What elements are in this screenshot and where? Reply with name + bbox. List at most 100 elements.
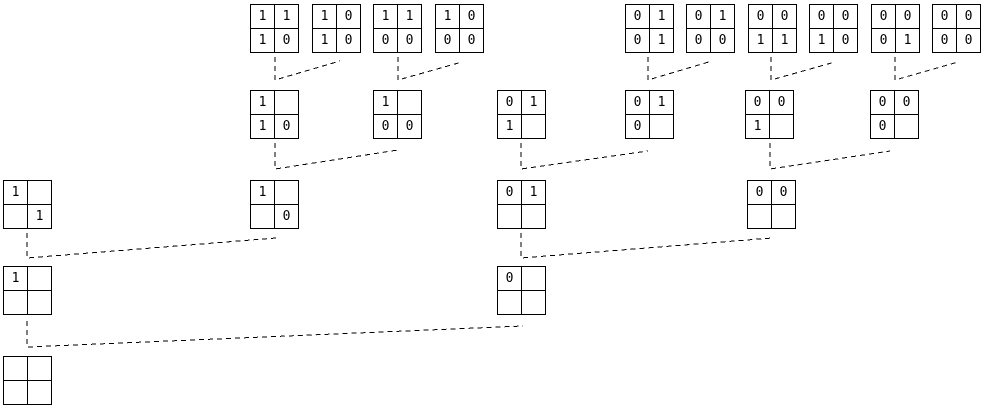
matrix-cell: 0 <box>748 181 772 205</box>
connector-6 <box>520 143 649 170</box>
matrix-cell: 0 <box>746 91 770 115</box>
matrix-node-level-1-one-filled-0: 1 <box>3 266 52 315</box>
matrix-cell: 0 <box>871 91 895 115</box>
matrix-cell <box>772 205 795 228</box>
matrix-cell <box>28 357 51 381</box>
matrix-node-level-0-empty-0 <box>3 356 52 405</box>
matrix-cell: 0 <box>770 91 793 115</box>
matrix-cell: 1 <box>650 91 673 115</box>
matrix-cell: 1 <box>4 181 28 205</box>
matrix-cell: 0 <box>718 33 727 48</box>
matrix-cell: 0 <box>282 33 291 48</box>
matrix-cell: 1 <box>251 29 275 52</box>
matrix-cell <box>650 115 673 138</box>
matrix-cell <box>28 181 51 205</box>
matrix-cell: 0 <box>374 115 398 138</box>
connector-0 <box>274 57 341 81</box>
matrix-cell: 1 <box>903 33 912 48</box>
matrix-cell: 0 <box>374 29 398 52</box>
connector-5 <box>274 143 399 170</box>
matrix-cell <box>895 115 918 138</box>
connector-7 <box>769 143 891 170</box>
matrix-cell: 1 <box>749 29 773 52</box>
matrix-cell <box>4 205 28 228</box>
matrix-cell: 1 <box>313 29 337 52</box>
matrix-cell: 0 <box>498 267 522 291</box>
connector-10 <box>26 321 524 348</box>
matrix-cell: 0 <box>498 181 522 205</box>
connector-9 <box>520 233 773 259</box>
matrix-cell: 1 <box>780 33 789 48</box>
matrix-cell: 0 <box>872 5 896 29</box>
matrix-cell: 0 <box>687 29 711 52</box>
matrix-cell <box>275 181 298 205</box>
matrix-cell: 0 <box>467 33 476 48</box>
matrix-cell <box>748 205 772 228</box>
matrix-cell <box>4 381 28 404</box>
matrix-cell <box>770 115 793 138</box>
matrix-cell: 1 <box>522 91 545 115</box>
matrix-cell: 1 <box>4 267 28 291</box>
matrix-cell: 0 <box>282 209 291 224</box>
matrix-cell: 0 <box>460 5 483 29</box>
matrix-cell <box>28 381 51 404</box>
matrix-cell: 0 <box>872 29 896 52</box>
matrix-cell: 1 <box>251 91 275 115</box>
matrix-cell <box>398 91 421 115</box>
matrix-cell: 0 <box>841 33 850 48</box>
matrix-cell: 1 <box>374 91 398 115</box>
matrix-cell: 1 <box>746 115 770 138</box>
matrix-cell: 0 <box>871 115 895 138</box>
matrix-cell <box>522 205 545 228</box>
matrix-cell: 1 <box>436 5 460 29</box>
matrix-cell: 0 <box>626 91 650 115</box>
matrix-cell: 1 <box>313 5 337 29</box>
matrix-cell: 0 <box>405 119 414 134</box>
matrix-cell: 1 <box>498 115 522 138</box>
matrix-cell: 0 <box>626 115 650 138</box>
matrix-cell <box>498 291 522 314</box>
matrix-cell: 0 <box>933 5 957 29</box>
matrix-cell <box>522 267 545 291</box>
matrix-cell: 0 <box>749 5 773 29</box>
matrix-cell: 0 <box>687 5 711 29</box>
matrix-cell: 0 <box>933 29 957 52</box>
matrix-cell: 0 <box>405 33 414 48</box>
matrix-cell: 1 <box>251 181 275 205</box>
matrix-node-level-1-one-filled-1: 0 <box>497 266 546 315</box>
matrix-cell: 1 <box>810 29 834 52</box>
connector-4 <box>894 57 959 81</box>
matrix-cell <box>4 291 28 314</box>
matrix-cell: 0 <box>344 33 353 48</box>
matrix-cell: 0 <box>498 91 522 115</box>
matrix-cell: 0 <box>834 5 857 29</box>
matrix-cell: 0 <box>896 5 919 29</box>
matrix-cell: 0 <box>337 5 360 29</box>
matrix-cell <box>4 357 28 381</box>
matrix-cell <box>522 115 545 138</box>
matrix-cell: 1 <box>522 181 545 205</box>
matrix-cell: 0 <box>773 5 796 29</box>
matrix-cell: 0 <box>772 181 795 205</box>
matrix-cell: 0 <box>626 29 650 52</box>
matrix-cell: 0 <box>810 5 834 29</box>
matrix-cell: 1 <box>251 115 275 138</box>
matrix-cell: 0 <box>964 33 973 48</box>
connector-8 <box>26 233 277 259</box>
matrix-cell <box>28 267 51 291</box>
